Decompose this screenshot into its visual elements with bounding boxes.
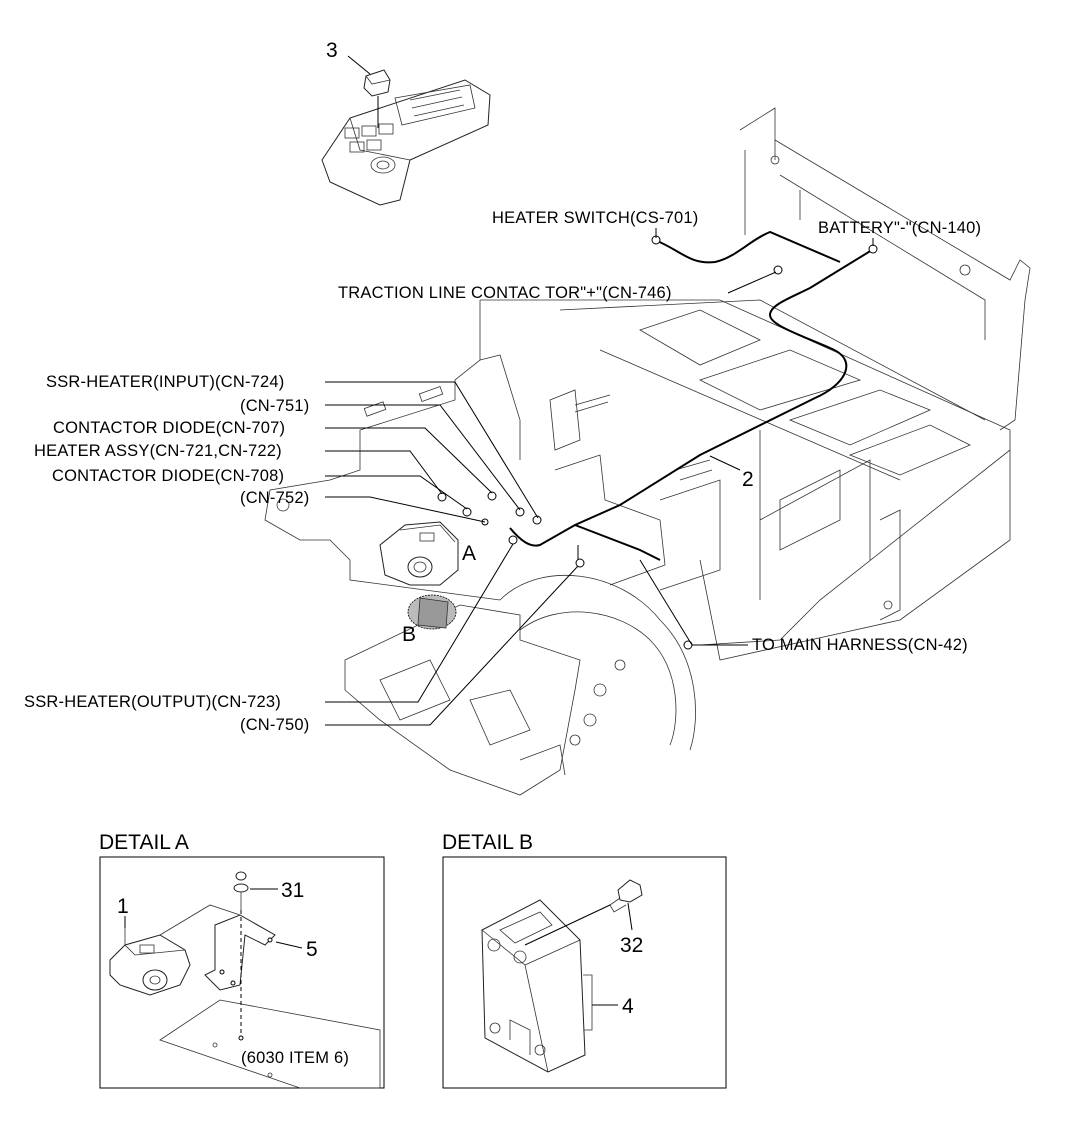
detail-a-letter: A [462, 542, 476, 565]
label-heater-switch: HEATER SWITCH(CS-701) [492, 209, 699, 227]
leader-ssr-output [325, 543, 514, 703]
detail-b-drawing [481, 879, 643, 1073]
label-cn751: (CN-751) [240, 397, 309, 415]
leader-cn750 [325, 565, 579, 726]
label-contactor-diode-708: CONTACTOR DIODE(CN-708) [52, 467, 284, 485]
leader-to-main-harness [639, 559, 748, 646]
label-battery: BATTERY"-"(CN-140) [818, 219, 981, 237]
leader-traction-line [727, 271, 777, 294]
leader-ssr-input [325, 381, 539, 519]
callout-3: 3 [326, 39, 338, 62]
callout-4: 4 [622, 995, 634, 1018]
wire-harness-drawing [437, 230, 878, 650]
leader-3 [347, 55, 371, 75]
detail-b-title: DETAIL B [442, 831, 533, 854]
detail-b-box [442, 856, 727, 1089]
callout-2: 2 [742, 468, 754, 491]
ssr-heater-drawing [407, 594, 457, 630]
leader-cn751 [325, 404, 521, 511]
heater-assy-drawing [379, 521, 459, 586]
label-to-main-harness: TO MAIN HARNESS(CN-42) [752, 636, 968, 654]
label-cn752: (CN-752) [240, 489, 309, 507]
label-contactor-diode-707: CONTACTOR DIODE(CN-707) [53, 419, 285, 437]
leader-cn752 [325, 496, 486, 523]
leader-contactor-diode-708 [325, 475, 468, 510]
label-heater-assy: HEATER ASSY(CN-721,CN-722) [34, 442, 282, 460]
label-traction-line: TRACTION LINE CONTAC TOR"+"(CN-746) [338, 284, 672, 302]
chassis-frame-drawing [264, 107, 1031, 796]
callout-1: 1 [117, 895, 129, 918]
leader-2 [709, 455, 741, 471]
callout-31: 31 [281, 879, 304, 902]
leader-5 [275, 941, 303, 949]
callout-5: 5 [306, 938, 318, 961]
detail-a-drawing [109, 871, 381, 1089]
detail-a-title: DETAIL A [99, 831, 189, 854]
label-ssr-output: SSR-HEATER(OUTPUT)(CN-723) [24, 693, 281, 711]
label-ssr-input: SSR-HEATER(INPUT)(CN-724) [46, 373, 284, 391]
control-panel-drawing [321, 79, 491, 206]
label-6030-item6: (6030 ITEM 6) [241, 1049, 349, 1067]
leader-contactor-diode-707 [325, 427, 493, 494]
detail-b-letter: B [402, 623, 416, 646]
callout-32: 32 [620, 934, 643, 957]
detail-a-box [99, 856, 385, 1089]
rocker-switch-drawing [363, 69, 391, 128]
leader-32 [627, 902, 633, 931]
leader-heater-assy [325, 450, 443, 495]
label-cn750: (CN-750) [240, 716, 309, 734]
